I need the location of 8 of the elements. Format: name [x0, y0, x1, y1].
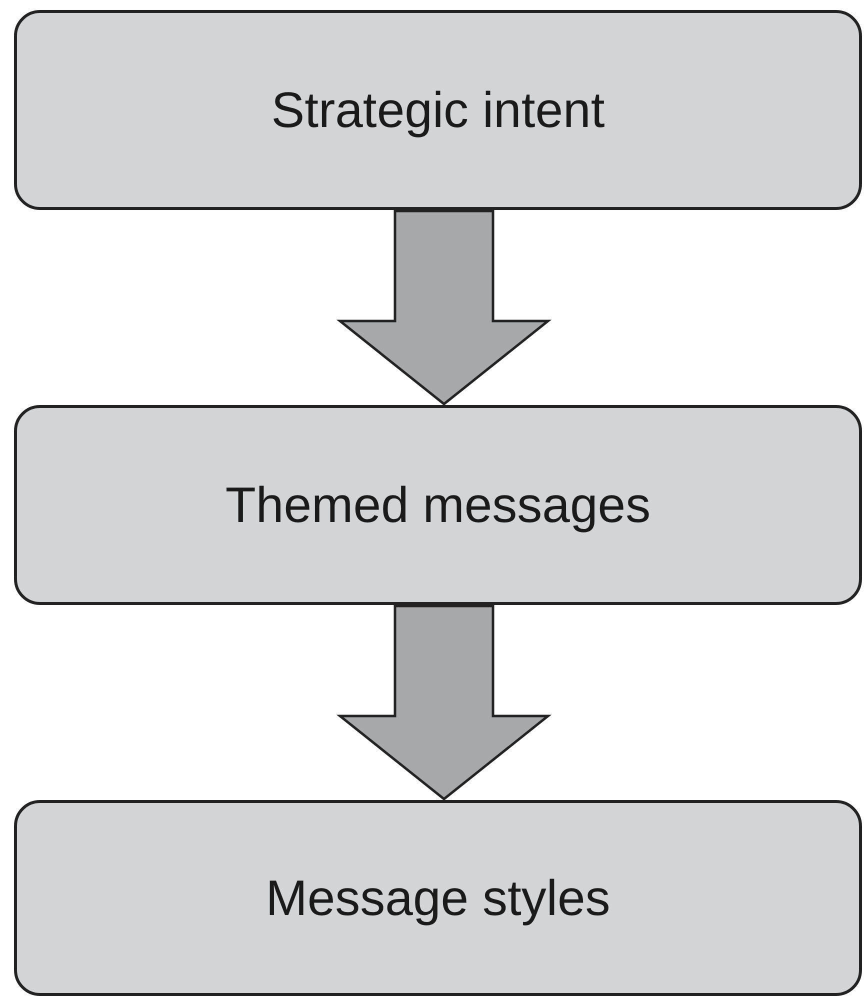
process-box	[14, 800, 862, 996]
block-arrow	[336, 210, 552, 406]
block-arrow	[336, 604, 552, 801]
box-label: Strategic intent	[271, 81, 605, 139]
box-label: Themed messages	[225, 476, 651, 534]
process-box	[14, 10, 862, 210]
box-label: Message styles	[266, 869, 610, 927]
process-box	[14, 405, 862, 605]
